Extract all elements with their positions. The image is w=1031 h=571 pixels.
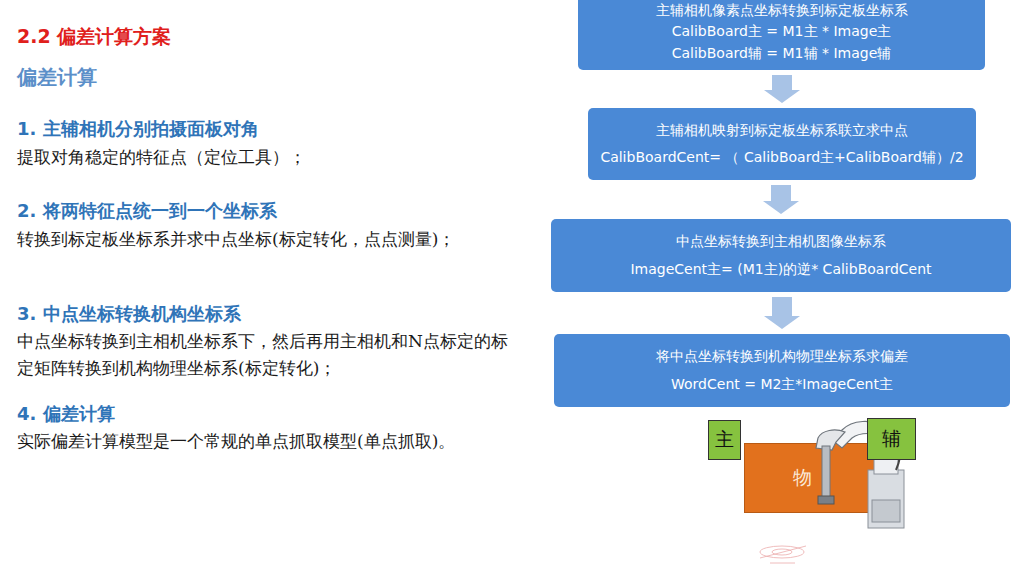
floor-sketch: [760, 546, 806, 563]
node-text: CalibBoardCent= （ CalibBoard主+CalibBoard…: [600, 149, 963, 167]
node-text: 主辅相机映射到标定板坐标系联立求中点: [656, 122, 908, 140]
step-heading: 1. 主辅相机分别拍摄面板对角: [17, 117, 517, 141]
node-text: 中点坐标转换到主相机图像坐标系: [676, 233, 886, 251]
node-text: 物: [793, 465, 812, 491]
node-text: 主: [715, 427, 734, 453]
flow-arrow: [763, 185, 799, 214]
node-text: WordCent = M2主*ImageCent主: [671, 376, 893, 394]
process-box: 将中点坐标转换到机构物理坐标系求偏差 WordCent = M2主*ImageCe…: [554, 334, 1010, 407]
node-text: CalibBoard辅 = M1辅 * Image辅: [672, 45, 892, 63]
section-title: 2.2 偏差计算方案: [17, 24, 171, 50]
process-box: 主辅相机映射到标定板坐标系联立求中点 CalibBoardCent= （ Cali…: [588, 108, 976, 180]
camera-box: 主: [708, 420, 741, 460]
step-text: 实际偏差计算模型是一个常规的单点抓取模型(单点抓取)。: [17, 428, 517, 455]
subheading: 偏差计算: [17, 64, 317, 91]
step-heading: 4. 偏差计算: [17, 402, 517, 426]
flow-arrow: [764, 297, 800, 329]
node-text: 辅: [882, 426, 901, 452]
step-text: 中点坐标转换到主相机坐标系下，然后再用主相机和N点标定的标定矩阵转换到机构物理坐…: [17, 328, 517, 382]
node-text: CalibBoard主 = M1主 * Image主: [672, 23, 892, 41]
camera-box: 辅: [867, 418, 916, 460]
step-heading: 2. 将两特征点统一到一个坐标系: [17, 199, 517, 223]
process-box: 中点坐标转换到主相机图像坐标系 ImageCent主= (M1主)的逆* Cali…: [551, 219, 1011, 292]
step-text: 提取对角稳定的特征点（定位工具）；: [17, 144, 517, 171]
node-text: 将中点坐标转换到机构物理坐标系求偏差: [656, 348, 908, 366]
step-text: 转换到标定板坐标系并求中点坐标(标定转化，点点测量)；: [17, 226, 517, 253]
node-text: 主辅相机像素点坐标转换到标定板坐标系: [656, 2, 908, 20]
node-text: ImageCent主= (M1主)的逆* CalibBoardCent: [630, 261, 931, 279]
process-box: 主辅相机像素点坐标转换到标定板坐标系 CalibBoard主 = M1主 * Im…: [578, 0, 985, 70]
flow-arrow: [764, 75, 800, 103]
step-heading: 3. 中点坐标转换机构坐标系: [17, 302, 517, 326]
object-box: 物: [744, 443, 880, 513]
